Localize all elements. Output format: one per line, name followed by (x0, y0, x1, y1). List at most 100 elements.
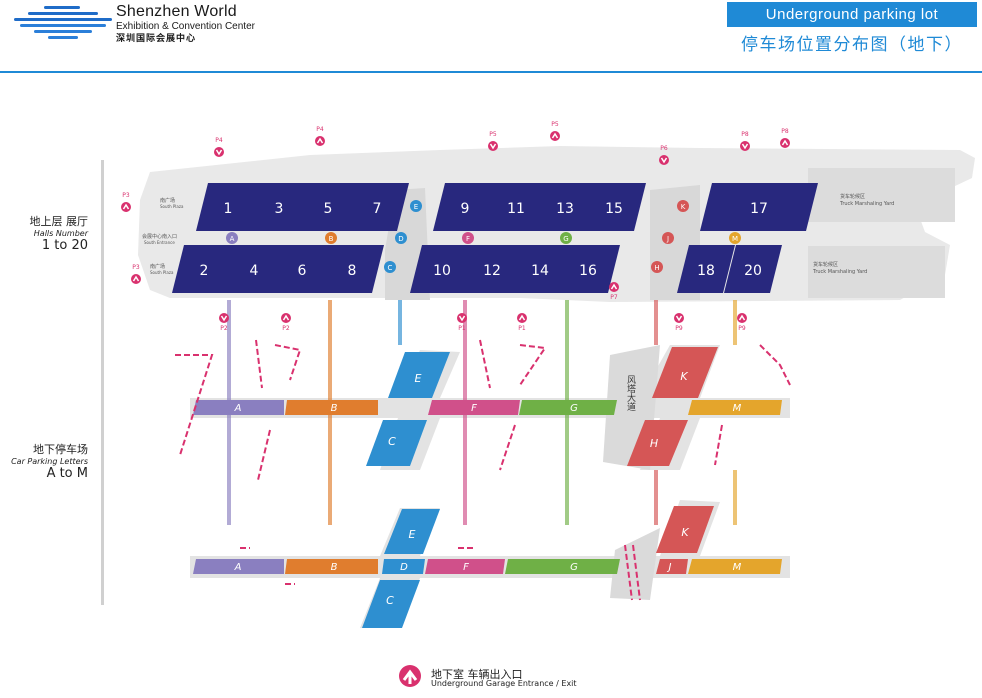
zone-fill (627, 420, 688, 466)
hall-7[interactable]: 7 (345, 183, 409, 231)
hall-number: 1 (224, 201, 233, 217)
hall-17[interactable]: 17 (700, 183, 818, 231)
hall-18[interactable]: 18 (677, 245, 735, 293)
ground-marker-B[interactable]: B (325, 232, 337, 244)
zone-fill (688, 559, 782, 574)
halls-legend-cn: 地上层 展厅 (29, 215, 89, 228)
parking-zone-upper-k[interactable]: K (652, 347, 718, 398)
gate-arrow (551, 132, 559, 139)
parking-zone-upper-b[interactable]: B (285, 400, 378, 415)
parking-zone-upper-c[interactable]: C (366, 420, 427, 466)
gate-label: P5 (489, 131, 497, 138)
gate-p4-down[interactable]: P4 (214, 137, 224, 157)
hall-11[interactable]: 11 (484, 183, 548, 231)
parking-zone-upper-h[interactable]: H (627, 420, 688, 466)
parking-zone-lower-b[interactable]: B (285, 559, 378, 574)
label-south-plaza-bottom-en: South Plaza (150, 270, 174, 275)
ground-marker-E[interactable]: E (410, 200, 422, 212)
hall-15[interactable]: 15 (582, 183, 646, 231)
gate-p4-up[interactable]: P4 (315, 126, 325, 146)
ground-marker-M[interactable]: M (729, 232, 741, 244)
hall-number: 13 (556, 201, 574, 217)
hall-block (582, 183, 646, 231)
hall-block (724, 245, 782, 293)
parking-zone-lower-a[interactable]: A (193, 559, 284, 574)
gate-p2-up[interactable]: P2 (281, 313, 291, 332)
parking-zone-lower-c[interactable]: C (362, 580, 420, 628)
gate-p8-down[interactable]: P8 (740, 131, 750, 151)
gate-p9-down[interactable]: P9 (674, 313, 684, 332)
gate-icon (609, 282, 619, 292)
ground-marker-G[interactable]: G (560, 232, 572, 244)
ground-marker-H[interactable]: H (651, 261, 663, 273)
parking-zone-lower-e[interactable]: E (384, 509, 440, 554)
zone-fill (193, 559, 284, 574)
zone-letter: H (650, 437, 658, 450)
gate-p5-down[interactable]: P5 (488, 131, 498, 151)
marker-dot (410, 200, 422, 212)
parking-zone-upper-f[interactable]: F (428, 400, 520, 415)
gate-label: P8 (781, 128, 789, 135)
gate-p7-up[interactable]: P7 (609, 282, 619, 301)
parking-zone-lower-j[interactable]: J (656, 559, 688, 574)
gate-p8-up[interactable]: P8 (780, 128, 790, 148)
hall-number: 16 (579, 263, 597, 279)
parking-zone-upper-g[interactable]: G (519, 400, 617, 415)
gate-icon (550, 131, 560, 141)
ground-marker-A[interactable]: A (226, 232, 238, 244)
hall-16[interactable]: 16 (556, 245, 620, 293)
hall-14[interactable]: 14 (508, 245, 572, 293)
hall-2[interactable]: 2 (172, 245, 236, 293)
parking-zone-lower-f[interactable]: F (425, 559, 505, 574)
hall-5[interactable]: 5 (296, 183, 360, 231)
hall-1[interactable]: 1 (196, 183, 260, 231)
ground-marker-F[interactable]: F (462, 232, 474, 244)
page-title-cn: 停车场位置分布图（地下） (741, 35, 963, 55)
gate-p6-down[interactable]: P6 (659, 145, 669, 165)
gate-p1-up[interactable]: P1 (517, 313, 527, 332)
marker-letter: J (666, 235, 669, 243)
hall-9[interactable]: 9 (433, 183, 497, 231)
ground-marker-D[interactable]: D (395, 232, 407, 244)
halls-legend-range: 1 to 20 (41, 238, 88, 253)
gate-p2-down[interactable]: P2 (219, 313, 229, 332)
gate-p3-up[interactable]: P3 (131, 264, 141, 284)
zone-fill (384, 509, 440, 554)
hall-block (172, 245, 236, 293)
parking-zone-upper-m[interactable]: M (688, 400, 782, 415)
hall-12[interactable]: 12 (460, 245, 524, 293)
hall-4[interactable]: 4 (222, 245, 286, 293)
hall-3[interactable]: 3 (247, 183, 311, 231)
gate-icon (214, 147, 224, 157)
hall-13[interactable]: 13 (533, 183, 597, 231)
parking-zone-lower-g[interactable]: G (505, 559, 620, 574)
gate-icon (121, 202, 131, 212)
hall-8[interactable]: 8 (320, 245, 384, 293)
gate-p1-down[interactable]: P1 (457, 313, 467, 332)
ground-marker-C[interactable]: C (384, 261, 396, 273)
hall-10[interactable]: 10 (410, 245, 474, 293)
ground-marker-J[interactable]: J (662, 232, 674, 244)
hall-number: 10 (433, 263, 451, 279)
zone-letter: J (667, 562, 672, 573)
hall-20[interactable]: 20 (724, 245, 782, 293)
gate-arrow (781, 139, 789, 146)
gate-arrow (518, 314, 526, 321)
hall-block (508, 245, 572, 293)
ground-marker-K[interactable]: K (677, 200, 689, 212)
parking-zone-upper-e[interactable]: E (388, 352, 450, 398)
hall-block (484, 183, 548, 231)
parking-zone-upper-a[interactable]: A (193, 400, 284, 415)
parking-zone-lower-k[interactable]: K (656, 506, 714, 553)
parking-zone-lower-d[interactable]: D (382, 559, 425, 574)
gate-icon (674, 313, 684, 323)
gate-icon (315, 136, 325, 146)
gate-p9-up[interactable]: P9 (737, 313, 747, 332)
gate-p5-up[interactable]: P5 (550, 121, 560, 141)
hall-6[interactable]: 6 (270, 245, 334, 293)
gate-p3-up[interactable]: P3 (121, 192, 131, 212)
parking-zone-lower-m[interactable]: M (688, 559, 782, 574)
hall-block (556, 245, 620, 293)
